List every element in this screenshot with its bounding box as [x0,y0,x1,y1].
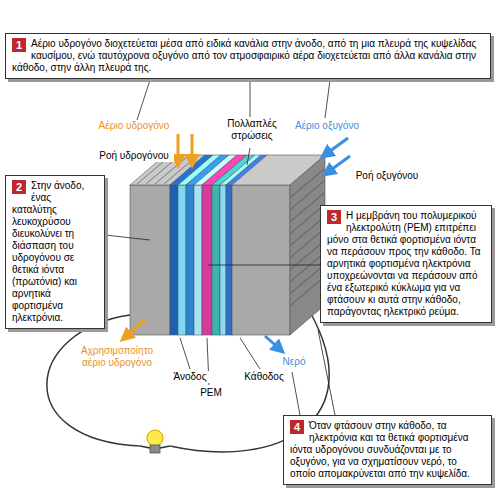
callout-text: Στην άνοδο, ένας καταλύτης λευκοχρύσου δ… [12,180,98,324]
leader-line [325,80,330,118]
part-label: Πολλαπλές στρώσεις [220,118,284,142]
callout-text: Αέριο υδρογόνο διοχετεύεται μέσα από ειδ… [12,38,484,74]
water-arrow [265,336,283,352]
hydrogen-arrow [177,134,180,166]
layer-front [130,185,170,335]
callout-text: Όταν φτάσουν στην κάθοδο, τα ηλεκτρόνια … [290,420,485,480]
leader-line [208,265,320,266]
part-label: PEM [196,387,226,399]
layer-front [212,185,220,335]
leader-line [180,338,190,369]
callout-box: 1Αέριο υδρογόνο διοχετεύεται μέσα από ει… [5,33,491,79]
layer-front [202,185,212,335]
hydrogen-out-arrow [122,320,145,340]
layer-front [178,185,186,335]
layer-front [194,185,202,335]
leader-line [247,148,250,165]
bulb-glow [135,420,175,460]
part-label: Ροή οξυγόνου [350,170,424,182]
bulb-base [150,445,160,453]
callout-number: 3 [327,210,341,224]
gas-channel [291,169,324,197]
callout-text: Η μεμβράνη του πολυμερικού ηλεκτρολύτη (… [327,210,485,318]
leader-line [318,330,335,415]
part-label: Νερό [278,356,310,368]
part-label: Αχρησιμοποίητο αέριο υδρογόνο [70,345,164,369]
circuit-wire [140,446,150,448]
layer-front [186,185,194,335]
layer-front [220,185,226,335]
cell-stack [130,155,325,335]
leader-line [105,235,150,240]
callout-number: 1 [12,38,26,52]
leader-line [250,80,251,117]
oxygen-arrow [322,138,348,157]
leader-line [137,80,150,120]
callout-box: 2Στην άνοδο, ένας καταλύτης λευκοχρύσου … [5,175,105,329]
part-label: Ροή υδρογόνου [94,150,174,162]
circuit-wire [160,446,170,448]
layer-front [232,185,290,335]
callout-number: 2 [12,180,26,194]
light-bulb [147,430,163,446]
layer-front [170,185,178,335]
leader-line [292,372,300,415]
hydrogen-arrow [191,134,194,166]
part-label: Άνοδος [168,371,212,383]
leader-line [240,338,260,369]
callout-number: 4 [290,420,304,434]
oxygen-arrow [324,156,350,175]
part-label: Κάθοδος [238,371,290,383]
callout-box: 3Η μεμβράνη του πολυμερικού ηλεκτρολύτη … [320,205,492,323]
part-label: Αέριο υδρογόνο [93,120,175,132]
part-label: Αέριο οξυγόνο [288,120,366,132]
layer-front [226,185,232,335]
callout-box: 4Όταν φτάσουν στην κάθοδο, τα ηλεκτρόνια… [283,415,492,485]
